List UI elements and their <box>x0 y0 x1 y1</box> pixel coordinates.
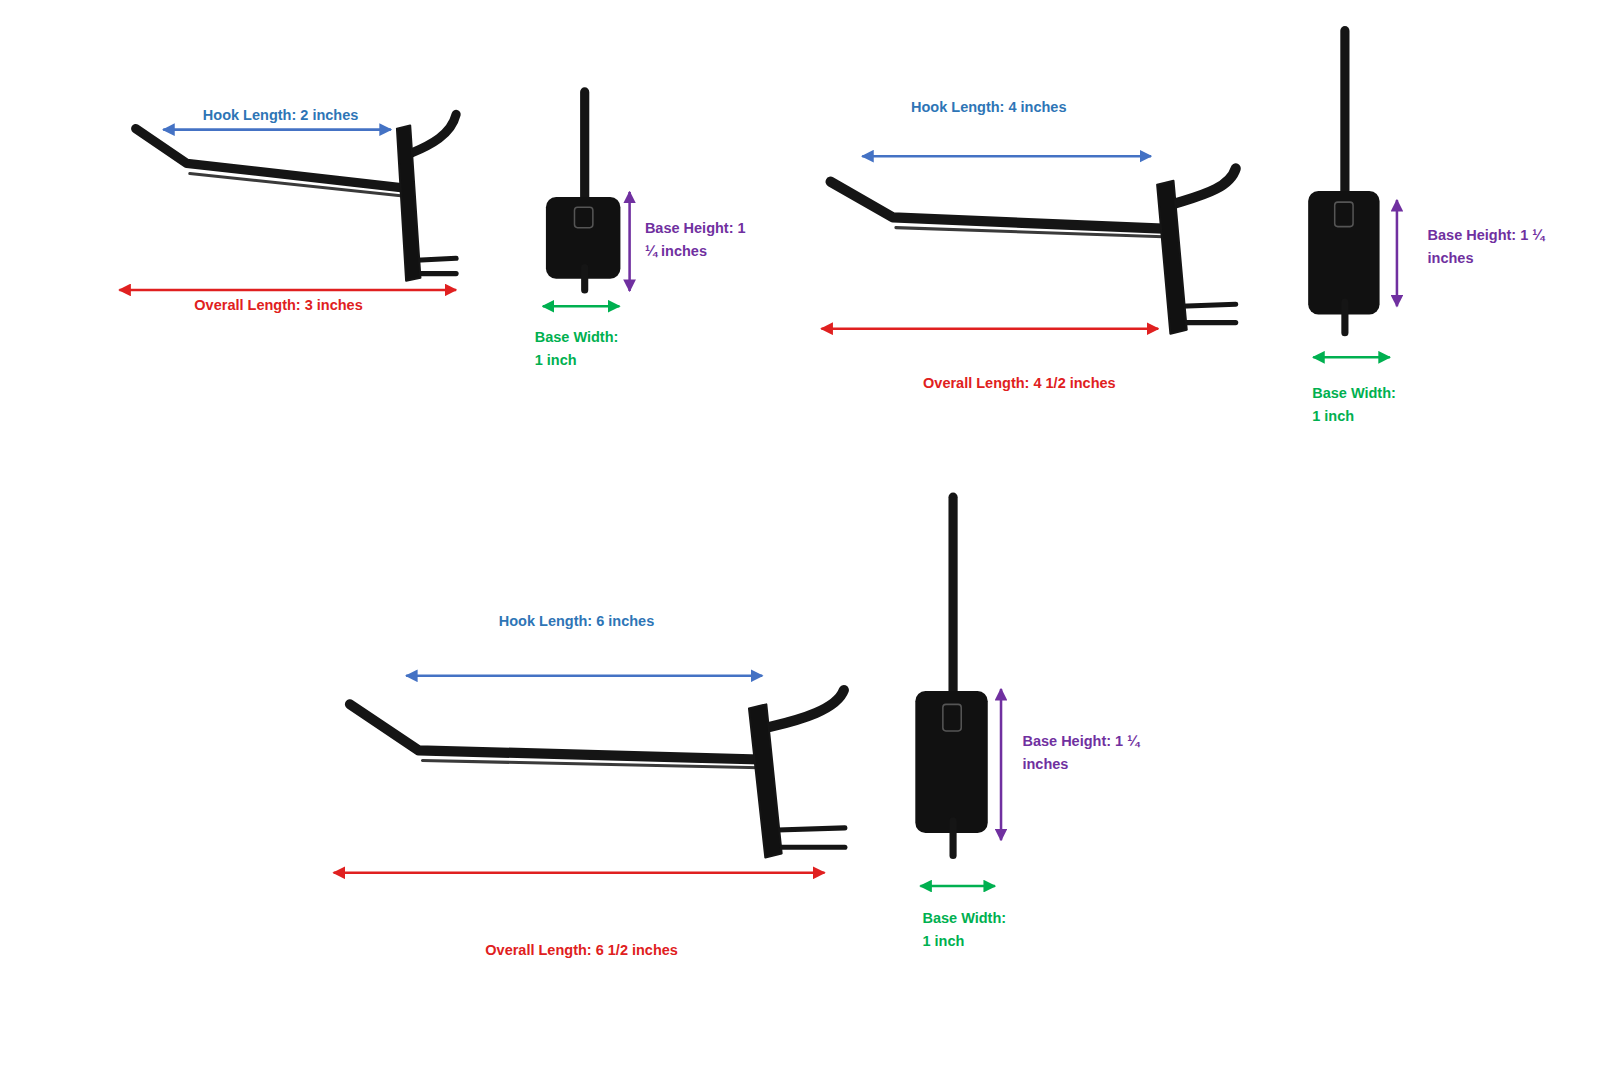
dimension-label: Base Width: 1 inch <box>1312 382 1406 428</box>
dimension-arrow <box>1396 200 1399 306</box>
dimension-label: Overall Length: 4 1/2 inches <box>866 372 1172 395</box>
hook-nub <box>949 821 956 856</box>
dimension-arrow <box>406 675 762 678</box>
dimension-label: Hook Length: 2 inches <box>128 104 434 127</box>
hook-clip <box>778 845 845 850</box>
dimension-arrow <box>821 327 1158 330</box>
hook-slot <box>574 207 592 227</box>
hook-shaft <box>136 129 403 188</box>
dimension-arrow <box>920 885 994 888</box>
hook-shaft <box>831 182 1164 229</box>
hook-base <box>915 691 987 833</box>
dimension-arrow <box>163 128 391 131</box>
hook-clip <box>778 828 845 830</box>
hook-front-view <box>546 92 620 290</box>
dimension-arrow <box>334 872 825 875</box>
dimension-arrow <box>543 305 620 308</box>
dimension-arrow <box>628 192 631 291</box>
hook-top-curve <box>1173 168 1235 204</box>
hook-shaft <box>350 704 760 759</box>
hook-shaft <box>896 228 1163 237</box>
dimension-label: Base Height: 1 ¼ inches <box>1022 730 1146 776</box>
dimension-label: Overall Length: 6 1/2 inches <box>429 939 735 962</box>
dimension-label: Hook Length: 6 inches <box>423 610 729 633</box>
dimension-arrow <box>119 289 456 292</box>
dimension-label: Base Height: 1 ¼ inches <box>1428 224 1552 270</box>
dimension-label: Overall Length: 3 inches <box>126 294 432 317</box>
dimension-arrow <box>1000 689 1003 840</box>
hook-clip <box>416 258 456 260</box>
hook-top-curve <box>411 114 456 153</box>
hook-clip <box>1181 320 1236 325</box>
hook-base <box>1308 191 1379 315</box>
hook-front-view <box>915 497 987 855</box>
hook-stem <box>580 92 589 200</box>
hook-plate <box>1157 181 1187 334</box>
hook-plate <box>397 126 420 281</box>
dimension-label: Hook Length: 4 inches <box>836 96 1142 119</box>
dimension-label: Base Width: 1 inch <box>535 326 629 372</box>
hook-side-view <box>831 168 1236 333</box>
hook-side-view <box>136 114 456 280</box>
hook-nub <box>581 267 588 289</box>
hook-slot <box>1335 202 1353 227</box>
hook-clip <box>416 271 456 276</box>
dimension-arrow <box>1313 356 1390 359</box>
hook-slot <box>943 704 961 731</box>
dimension-arrow <box>862 155 1151 158</box>
hook-stem <box>1340 31 1349 194</box>
hook-shaft <box>190 174 403 196</box>
hook-top-curve <box>770 690 843 727</box>
dimension-label: Base Width: 1 inch <box>922 907 1016 953</box>
hook-clip <box>1181 304 1236 306</box>
dimension-label: Base Height: 1 ¼ inches <box>645 217 747 263</box>
hook-plate <box>749 704 782 857</box>
hook-side-view <box>350 690 845 857</box>
hook-shaft <box>422 761 760 768</box>
hook-nub <box>1341 302 1348 333</box>
hook-stem <box>948 497 957 694</box>
hook-front-view <box>1308 31 1379 333</box>
